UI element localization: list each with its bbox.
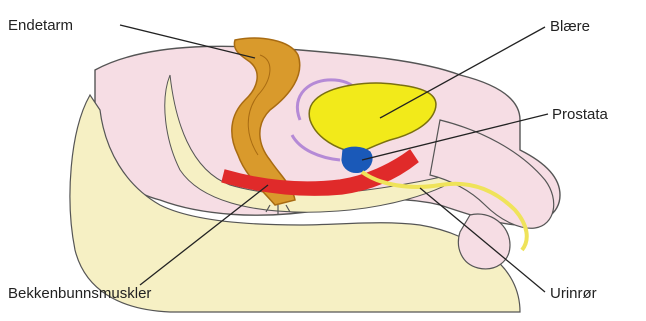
label-bladder: Blære <box>550 18 590 35</box>
prostate-shape <box>342 147 372 172</box>
label-rectum: Endetarm <box>8 17 73 34</box>
label-urethra: Urinrør <box>550 285 597 302</box>
label-pelvic-floor: Bekkenbunnsmuskler <box>8 285 151 302</box>
label-prostate: Prostata <box>552 106 609 123</box>
